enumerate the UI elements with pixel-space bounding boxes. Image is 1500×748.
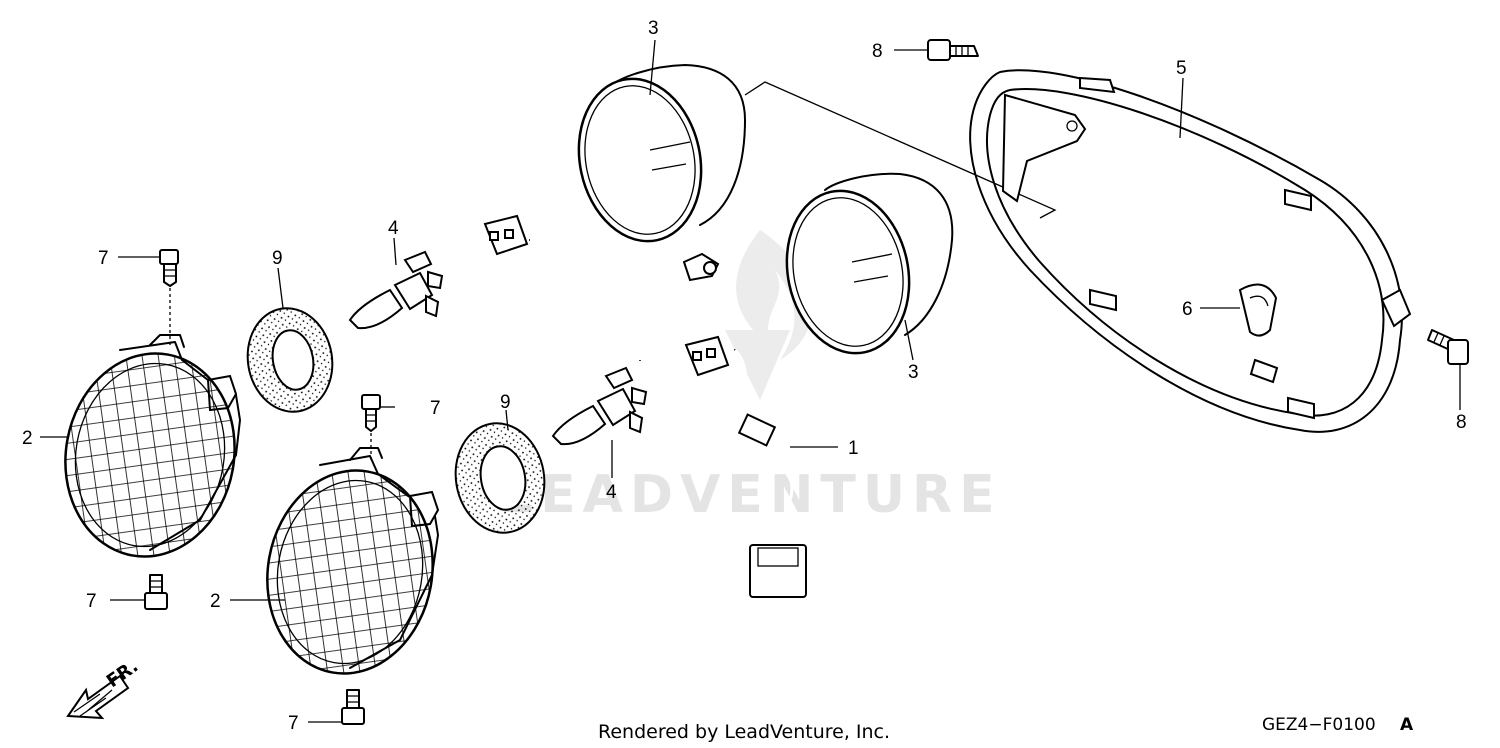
diagram-code: GEZ4−F0100 <box>1262 715 1376 735</box>
rendered-by-credit: Rendered by LeadVenture, Inc. <box>598 721 890 743</box>
watermark-text: LEADVENTURE <box>500 465 1002 525</box>
callout-2-left: 2 <box>22 428 33 449</box>
screw-mid[interactable] <box>361 394 381 460</box>
callout-7-top-left: 7 <box>98 248 109 269</box>
callout-7-bottom-left: 7 <box>86 591 97 612</box>
callout-1: 1 <box>848 438 859 459</box>
headlight-bezel[interactable] <box>969 69 1412 433</box>
callout-7-mid: 7 <box>430 398 441 419</box>
callout-2-right: 2 <box>210 591 221 612</box>
screw-bottom-right[interactable] <box>341 689 365 725</box>
wire-harness[interactable] <box>483 214 807 598</box>
callout-3-top: 3 <box>648 18 659 39</box>
headlight-right[interactable] <box>252 447 449 687</box>
callout-5: 5 <box>1176 58 1187 79</box>
diagram-revision: A <box>1400 715 1414 735</box>
callout-4-top: 4 <box>388 218 399 239</box>
headlight-left[interactable] <box>50 334 251 570</box>
callout-9-top: 9 <box>272 248 283 269</box>
seal-lower[interactable] <box>447 416 553 540</box>
headlight-lens <box>266 469 434 675</box>
seal-upper[interactable] <box>240 301 341 418</box>
bulb-upper[interactable] <box>348 250 444 330</box>
callout-6: 6 <box>1182 299 1193 320</box>
callout-3-lower: 3 <box>908 362 919 383</box>
bulb-lower[interactable] <box>551 366 648 446</box>
bolt-right[interactable] <box>1427 329 1469 365</box>
callout-8-top: 8 <box>872 41 883 62</box>
bolt-top[interactable] <box>927 39 979 61</box>
bulb-clip[interactable] <box>1238 283 1278 337</box>
callout-4-lower: 4 <box>606 482 617 503</box>
callout-7-bottom: 7 <box>288 713 299 734</box>
leader-lines <box>40 39 1461 723</box>
screw-bottom-left[interactable] <box>144 574 168 610</box>
headlight-lens <box>64 352 236 558</box>
screw-top-left[interactable] <box>159 249 179 345</box>
front-direction-arrow: FR. <box>66 656 142 720</box>
callout-9-lower: 9 <box>500 392 511 413</box>
headlight-case-upper[interactable] <box>564 64 746 253</box>
callout-8-right: 8 <box>1456 412 1467 433</box>
headlight-case-lower[interactable] <box>772 172 954 365</box>
